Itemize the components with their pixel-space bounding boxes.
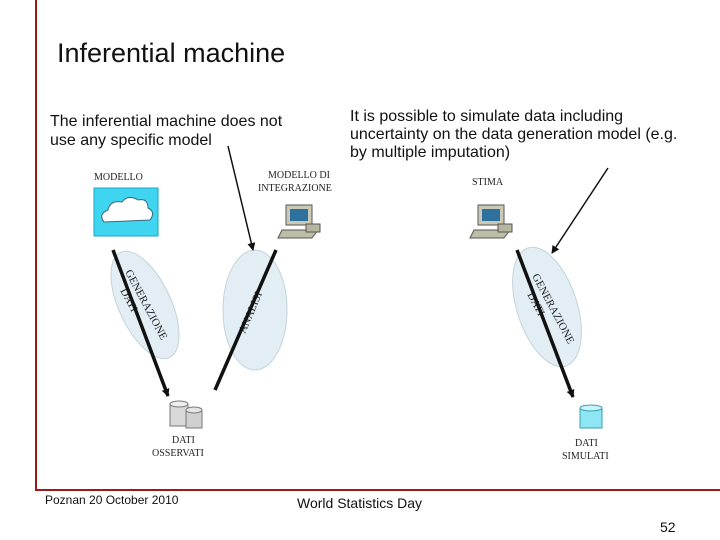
caption-right-pointer [551,167,609,254]
computer-icon-integration [277,204,321,239]
arrow-integration-to-observed [213,249,278,391]
footer-event: World Statistics Day [297,495,422,511]
model-label: MODELLO [94,172,143,183]
database-icon-observed [169,400,203,429]
generation-ellipse-right [512,246,582,368]
page-number: 52 [660,519,676,535]
footer-date: Poznan 20 October 2010 [45,493,179,507]
integration-label-line1: MODELLO DI [268,170,330,181]
arrow-model-to-observed [111,249,170,397]
slide-title: Inferential machine [57,38,286,68]
observed-label-line2: OSSERVATI [152,448,204,459]
simulated-label-line2: SIMULATI [562,451,609,462]
simulated-label-line1: DATI [575,438,598,449]
caption-left: The inferential machine does not use any… [50,113,283,149]
caption-right: It is possible to simulate data includin… [350,108,678,161]
footer-accent-rule [35,489,720,491]
database-icon-simulated [579,404,603,429]
cloud-icon [101,196,154,223]
arrow-estimate-to-simulated [515,249,575,398]
generation-ellipse-left [110,250,180,360]
integration-label-line2: INTEGRAZIONE [258,183,332,194]
left-accent-rule [35,0,37,490]
observed-label-line1: DATI [172,435,195,446]
computer-icon-estimate [469,204,513,239]
estimate-label: STIMA [472,177,504,188]
caption-left-pointer [227,145,256,251]
